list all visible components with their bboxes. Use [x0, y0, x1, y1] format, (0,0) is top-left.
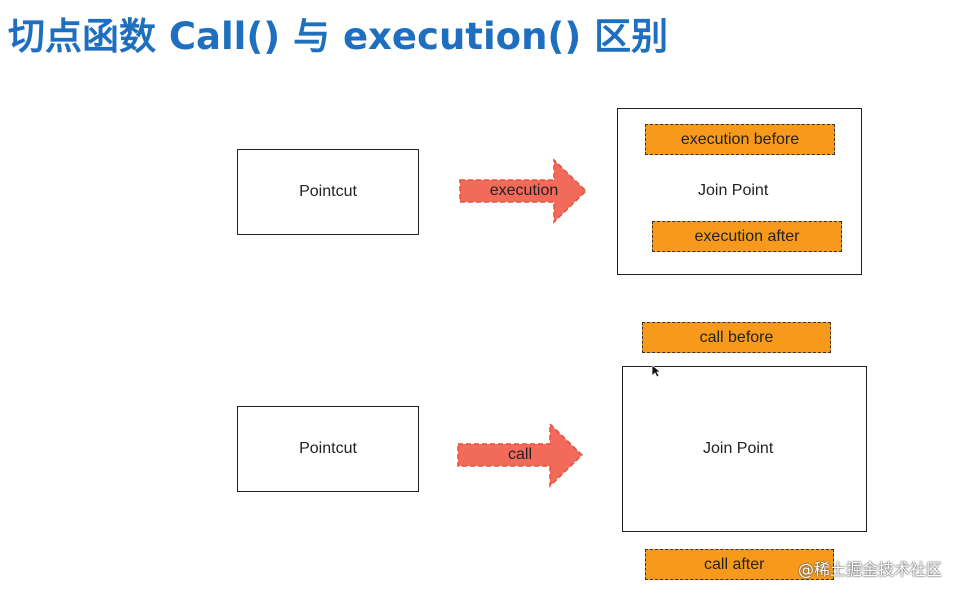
call-join-point-box: [622, 366, 867, 532]
page-title: 切点函数 Call() 与 execution() 区别: [8, 15, 669, 58]
execution-arrow-label: execution: [489, 182, 559, 199]
call-pointcut-label: Pointcut: [299, 440, 357, 457]
call-arrow-label: call: [507, 446, 533, 463]
execution-after-advice: execution after: [652, 221, 842, 252]
call-after-advice: call after: [645, 549, 834, 580]
execution-pointcut-label: Pointcut: [299, 183, 357, 200]
execution-before-advice: execution before: [645, 124, 835, 155]
call-join-point-label: Join Point: [703, 440, 774, 457]
call-before-advice: call before: [642, 322, 831, 353]
execution-pointcut-box: Pointcut: [237, 149, 419, 235]
call-pointcut-box: Pointcut: [237, 406, 419, 492]
execution-arrow: [459, 158, 588, 224]
watermark: @稀土掘金技术社区: [797, 560, 942, 579]
call-arrow: [457, 422, 584, 488]
mouse-cursor-icon: [651, 364, 661, 378]
execution-join-point-label: Join Point: [698, 182, 769, 199]
